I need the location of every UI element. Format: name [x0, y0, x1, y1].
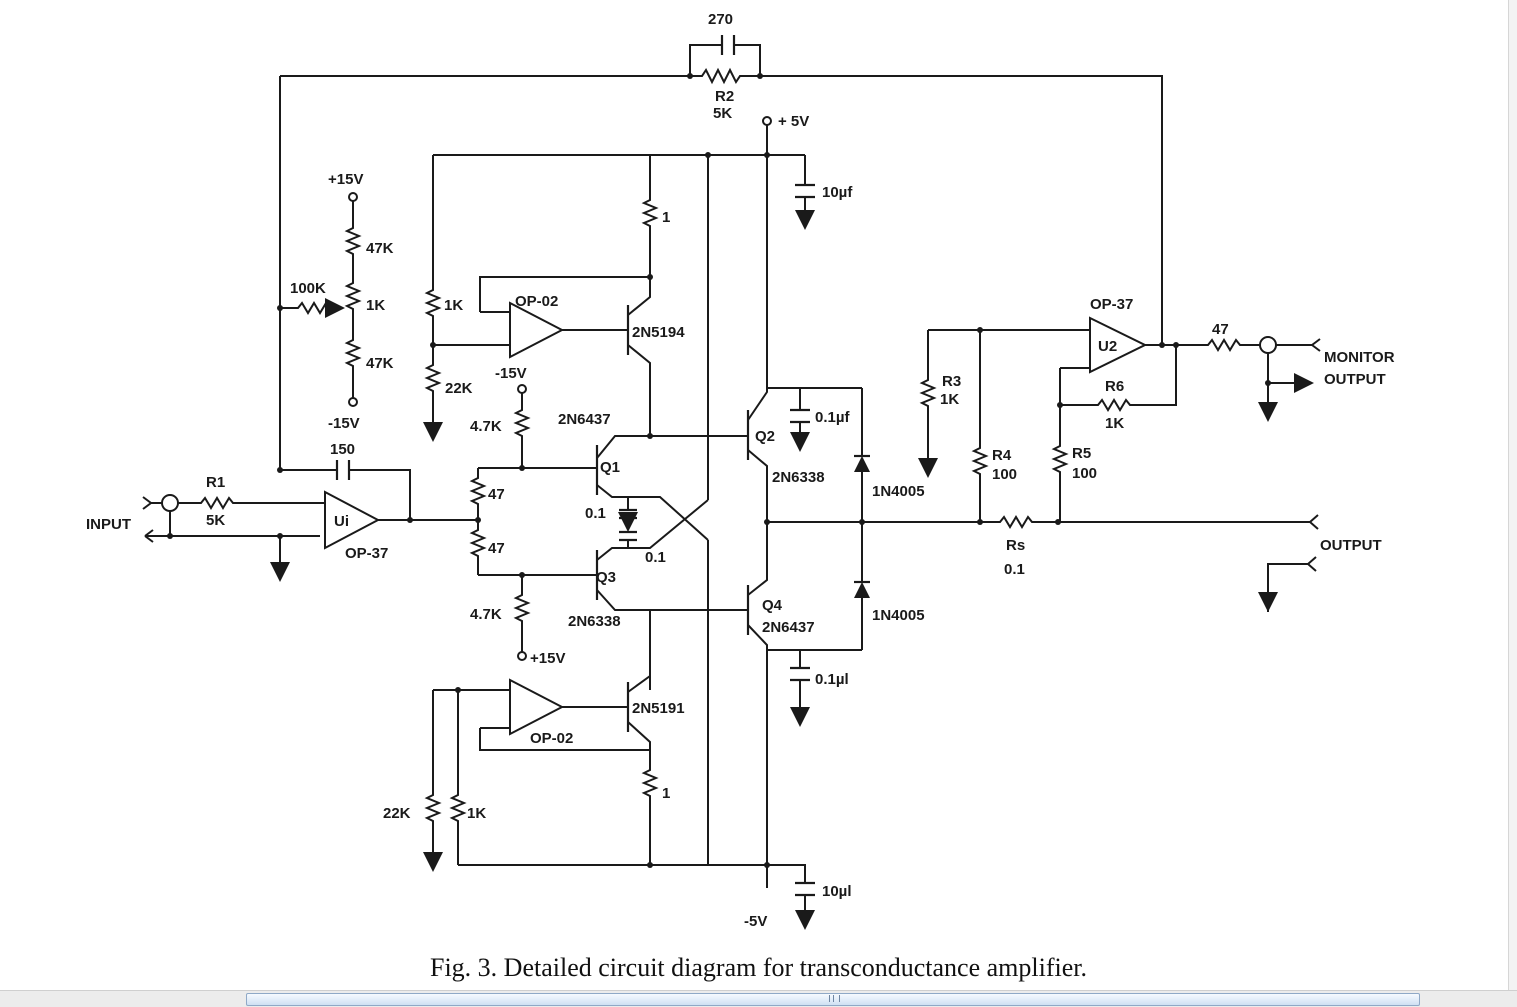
- label-r47: 47: [1212, 321, 1229, 338]
- input-stage: [142, 460, 478, 582]
- label-q2: Q2: [755, 428, 775, 445]
- supply-rails: [458, 116, 815, 928]
- label-r6-value: 1K: [1105, 415, 1124, 432]
- label-monitor-output: OUTPUT: [1324, 371, 1386, 388]
- label-r22k-bot: 22K: [383, 805, 411, 822]
- label-u2: U2: [1098, 338, 1117, 355]
- label-2n6437-top: 2N6437: [558, 411, 611, 428]
- label-r2-value: 5K: [713, 105, 732, 122]
- label-op37-left: OP-37: [345, 545, 388, 562]
- circuit-schematic: 270 R2 5K + 5V 10µf +15V 47K 100K 1K 47K…: [86, 11, 1395, 990]
- label-monitor: MONITOR: [1324, 349, 1395, 366]
- label-c10uf-top: 10µf: [822, 184, 853, 201]
- label-r4: R4: [992, 447, 1012, 464]
- label-r4-value: 100: [992, 466, 1017, 483]
- label-plus15v-bot: +15V: [530, 650, 565, 667]
- label-r6: R6: [1105, 378, 1124, 395]
- label-r3: R3: [942, 373, 961, 390]
- label-2n5191: 2N5191: [632, 700, 685, 717]
- feedback-network: [279, 35, 1163, 470]
- label-r3-value: 1K: [940, 391, 959, 408]
- upper-current-source: [423, 154, 805, 442]
- label-2n6338-q2: 2N6338: [772, 469, 825, 486]
- bias-network: [469, 384, 597, 661]
- output-stage: [650, 387, 1319, 725]
- label-c270: 270: [708, 11, 733, 28]
- label-r5: R5: [1072, 445, 1091, 462]
- grip-icon: [829, 995, 840, 1002]
- label-q3: Q3: [596, 569, 616, 586]
- component-labels: 270 R2 5K + 5V 10µf +15V 47K 100K 1K 47K…: [86, 11, 1395, 930]
- label-r4-7k-bot: 4.7K: [470, 606, 502, 623]
- label-c01-mid: 0.1: [645, 549, 666, 566]
- label-c01uf-q2: 0.1µf: [815, 409, 850, 426]
- label-plus5v: + 5V: [778, 113, 809, 130]
- right-edge-panel: [1508, 0, 1517, 990]
- label-op02-bot: OP-02: [530, 730, 573, 747]
- driver-transistors: [595, 435, 709, 611]
- label-d1n4005-top: 1N4005: [872, 483, 925, 500]
- label-r22k-top: 22K: [445, 380, 473, 397]
- label-r4-7k-top: 4.7K: [470, 418, 502, 435]
- label-r100k: 100K: [290, 280, 326, 297]
- label-plus15v-pot: +15V: [328, 171, 363, 188]
- label-minus5v: -5V: [744, 913, 767, 930]
- scrollbar-thumb[interactable]: [246, 993, 1420, 1006]
- label-q4: Q4: [762, 597, 783, 614]
- label-minus15v-pot: -15V: [328, 415, 360, 432]
- label-2n5194: 2N5194: [632, 324, 685, 341]
- label-2n6437-bot: 2N6437: [762, 619, 815, 636]
- label-c01-left: 0.1: [585, 505, 606, 522]
- label-r1: R1: [206, 474, 225, 491]
- monitor-stage: [922, 316, 1321, 522]
- label-r47k-bot: 47K: [366, 355, 394, 372]
- figure-caption: Fig. 3. Detailed circuit diagram for tra…: [430, 953, 1087, 982]
- label-r1-bot: 1: [662, 785, 670, 802]
- label-d1n4005-bot: 1N4005: [872, 607, 925, 624]
- label-rs-value: 0.1: [1004, 561, 1025, 578]
- label-rs: Rs: [1006, 537, 1025, 554]
- label-r47-a: 47: [488, 486, 505, 503]
- label-2n6338-bot: 2N6338: [568, 613, 621, 630]
- label-minus15v-mid: -15V: [495, 365, 527, 382]
- label-r47k-top: 47K: [366, 240, 394, 257]
- label-output: OUTPUT: [1320, 537, 1382, 554]
- lower-current-source: [423, 610, 659, 872]
- label-r1-value: 5K: [206, 512, 225, 529]
- offset-pot-network: [277, 192, 362, 407]
- label-q1: Q1: [600, 459, 620, 476]
- label-op02-top: OP-02: [515, 293, 558, 310]
- label-r5-value: 100: [1072, 465, 1097, 482]
- label-c01uf-q4: 0.1µl: [815, 671, 849, 688]
- label-r1-top: 1: [662, 209, 670, 226]
- label-pot-1k: 1K: [366, 297, 385, 314]
- label-input: INPUT: [86, 516, 131, 533]
- label-r47-b: 47: [488, 540, 505, 557]
- label-u1: Ui: [334, 513, 349, 530]
- label-r1k-top: 1K: [444, 297, 463, 314]
- label-op37-right: OP-37: [1090, 296, 1133, 313]
- label-c150: 150: [330, 441, 355, 458]
- horizontal-scrollbar[interactable]: [0, 990, 1517, 1007]
- label-r2: R2: [715, 88, 734, 105]
- label-r1k-bot: 1K: [467, 805, 486, 822]
- label-c10uf-bot: 10µl: [822, 883, 852, 900]
